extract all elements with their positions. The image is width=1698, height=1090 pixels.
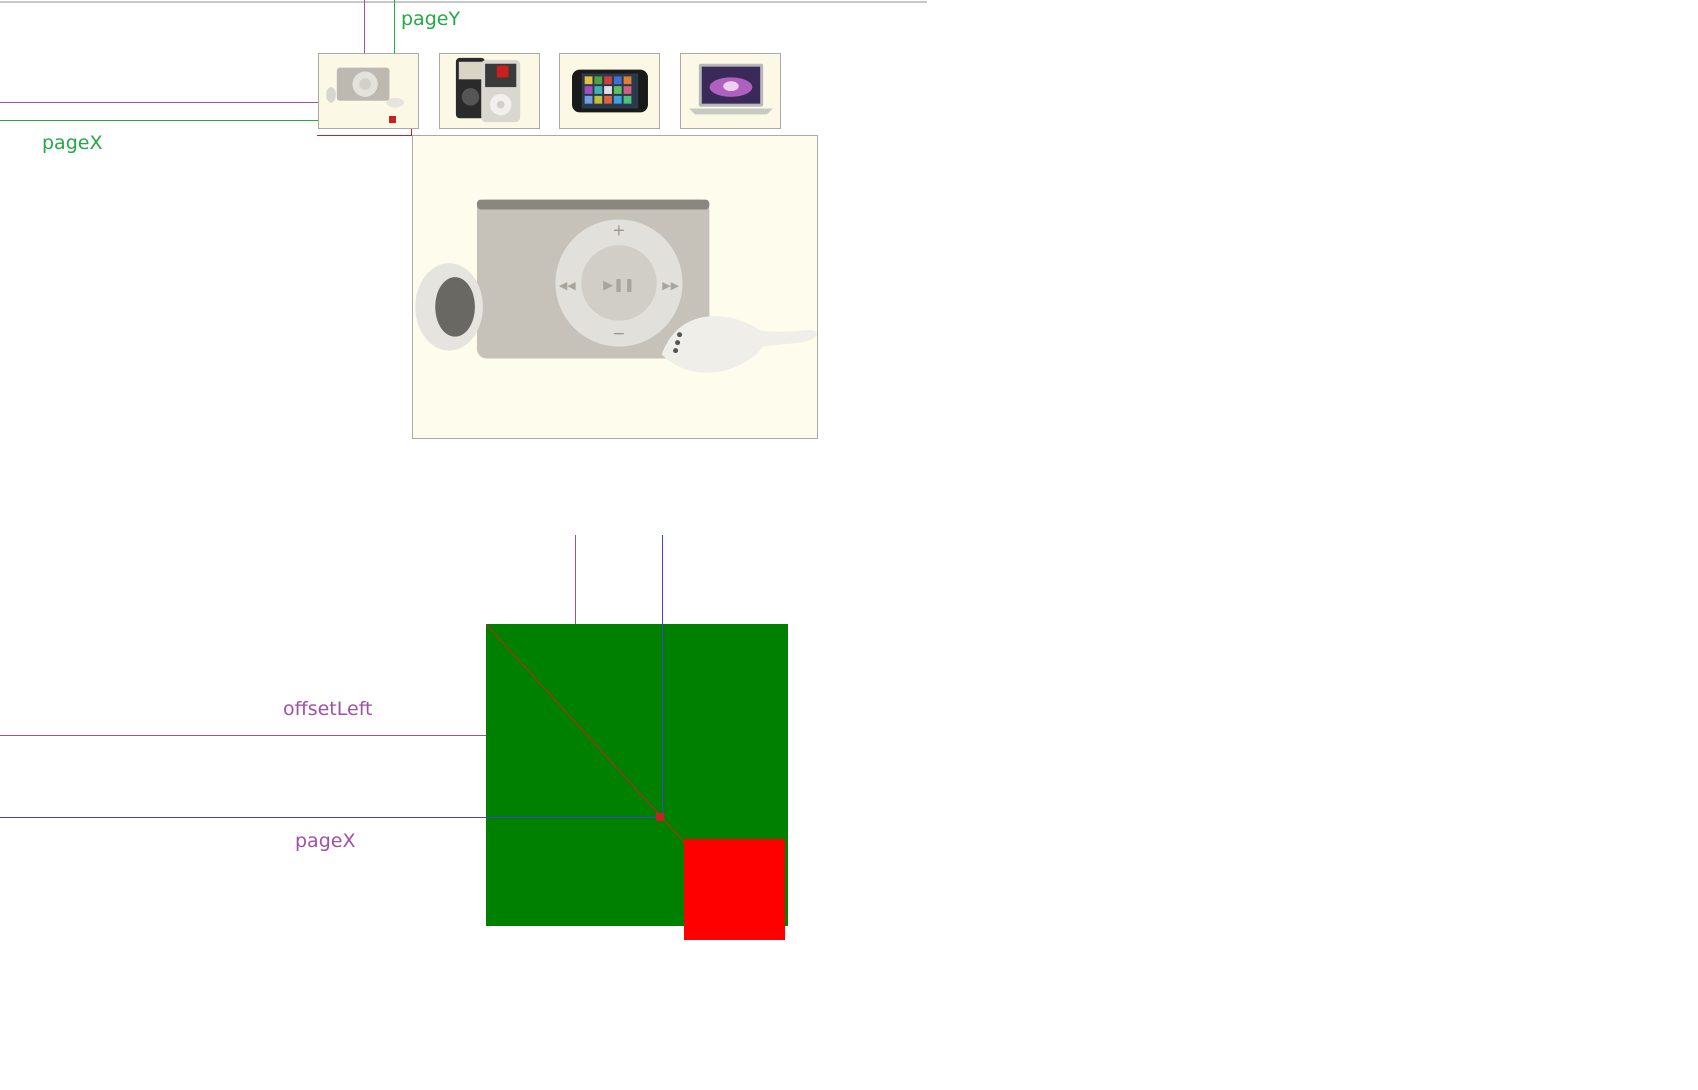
macbook-air-icon — [689, 63, 773, 115]
offset-top-line — [364, 0, 365, 54]
pageX-label: pageX — [42, 132, 103, 154]
ipod-classic-icon — [455, 57, 521, 123]
thumbnail-iphone[interactable] — [559, 53, 660, 129]
mask-bottom-line — [317, 135, 412, 136]
cursor-point-bottom — [656, 813, 664, 821]
pageX-line — [0, 120, 394, 121]
svg-text:+: + — [612, 220, 625, 239]
offset-left-line — [0, 102, 320, 103]
thumbnail-macbook-air[interactable] — [680, 53, 781, 129]
offsetLeft-line — [0, 735, 486, 736]
ipod-shuffle-icon — [326, 67, 405, 108]
thumbnail-ipod-shuffle[interactable] — [318, 53, 419, 129]
svg-text:−: − — [612, 324, 625, 343]
svg-text:▶❚❚: ▶❚❚ — [603, 278, 635, 293]
pageX-line-bottom — [0, 817, 662, 818]
svg-text:◀◀: ◀◀ — [559, 279, 576, 292]
pageX-label-bottom: pageX — [295, 830, 356, 852]
offset-top-line-bottom — [575, 535, 576, 624]
svg-text:▶▶: ▶▶ — [662, 279, 679, 292]
thumbnail-ipod-classic[interactable] — [439, 53, 540, 129]
offsetLeft-label: offsetLeft — [283, 698, 373, 720]
cursor-point — [389, 116, 396, 123]
pageY-line-bottom — [662, 535, 663, 817]
top-separator — [0, 1, 927, 3]
ipod-shuffle-large-icon: + − ▶❚❚ ◀◀ ▶▶ — [415, 199, 817, 373]
iphone-icon — [572, 69, 648, 113]
preview-image: + − ▶❚❚ ◀◀ ▶▶ — [412, 135, 818, 439]
red-mask — [684, 839, 785, 940]
diagonal-line — [486, 624, 685, 843]
pageY-label: pageY — [401, 8, 461, 30]
